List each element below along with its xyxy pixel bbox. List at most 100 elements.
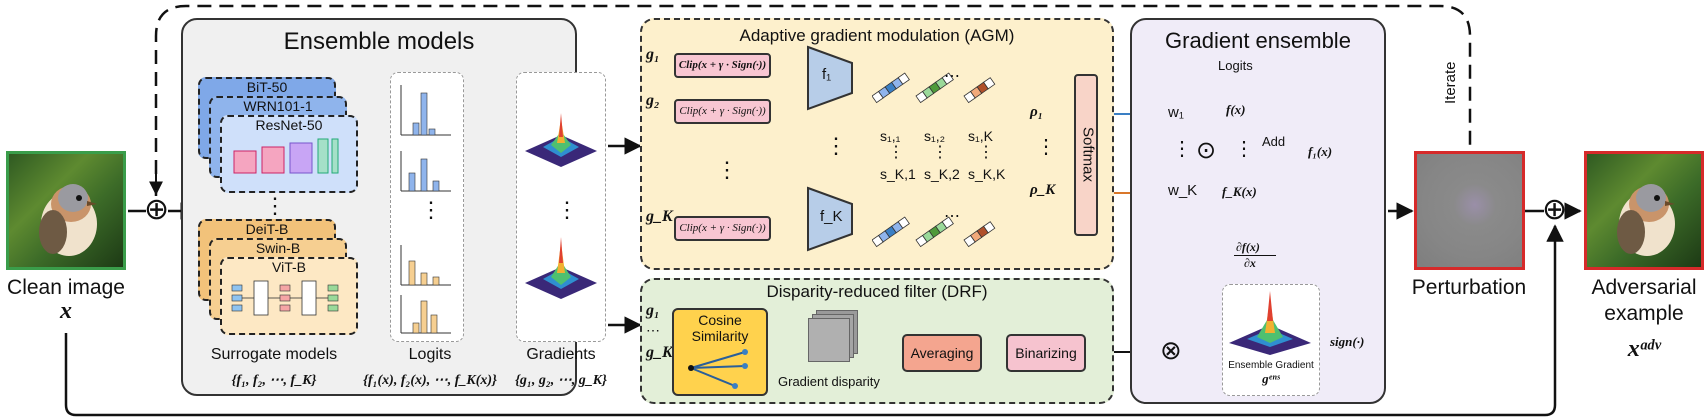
surrogate-f1-trapezoid bbox=[807, 45, 853, 111]
ge-sign-label: sign(·) bbox=[1330, 334, 1365, 349]
softmax-box: Softmax bbox=[1074, 74, 1098, 236]
rho-K: ρ_K bbox=[1030, 182, 1056, 198]
agm-hdots-bottom: ⋯ bbox=[944, 208, 960, 225]
cnn-model-resnet50: ResNet-50 bbox=[220, 115, 358, 193]
adversarial-image bbox=[1584, 151, 1704, 270]
ge-fKx: f_K(x) bbox=[1222, 184, 1257, 199]
agm-gK: g_K bbox=[646, 208, 673, 225]
gradients-column bbox=[516, 72, 606, 342]
ge-fraction-bar bbox=[1234, 255, 1276, 256]
surrogate-models-label: Surrogate models bbox=[210, 346, 338, 363]
clip-vdots: ⋮ bbox=[716, 157, 738, 182]
ge-w1: w₁ bbox=[1168, 104, 1184, 121]
agm-hdots-top: ⋯ bbox=[944, 68, 960, 85]
drf-g1: g₁ bbox=[646, 302, 660, 319]
averaging-label: Averaging bbox=[910, 345, 974, 361]
binarizing-box: Binarizing bbox=[1006, 334, 1086, 372]
model-name-bit50: BiT-50 bbox=[246, 79, 288, 95]
gradient-ensemble-title: Gradient ensemble bbox=[1165, 28, 1351, 53]
averaging-box: Averaging bbox=[902, 334, 982, 372]
gradient-surface-plots bbox=[525, 113, 597, 299]
logits-label: Logits bbox=[408, 346, 452, 363]
agm-g1: g₁ bbox=[646, 46, 660, 63]
perturbation-label: Perturbation bbox=[1411, 276, 1527, 299]
s-vdots-2: ⋮ bbox=[932, 144, 948, 161]
ensemble-models-title: Ensemble models bbox=[283, 28, 475, 55]
logit-strips-bottom bbox=[872, 216, 996, 248]
agm-f1-label: f₁ bbox=[822, 66, 832, 83]
perturbation-image bbox=[1414, 151, 1525, 270]
binarizing-label: Binarizing bbox=[1015, 345, 1077, 361]
cosine-label-line2: Similarity bbox=[691, 328, 749, 344]
clean-image bbox=[6, 151, 126, 270]
ge-partial-num: ∂f(x) bbox=[1236, 240, 1260, 254]
cnn-cube-icon bbox=[233, 138, 339, 174]
ensemble-gradient-label: Ensemble Gradient bbox=[1228, 360, 1314, 371]
adversarial-bird-illustration bbox=[1617, 184, 1675, 256]
odot-icon: ⊙ bbox=[1196, 137, 1217, 164]
clean-image-var: x bbox=[60, 298, 72, 324]
oplus-output: ⊕ bbox=[1542, 193, 1568, 226]
ge-vdots-w: ⋮ bbox=[1172, 138, 1192, 160]
clip-op-1: Clip(x + γ · Sign(·)) bbox=[674, 53, 771, 78]
oplus-input: ⊕ bbox=[144, 193, 170, 226]
iterate-loop-line bbox=[154, 4, 1472, 196]
s-K-1: s_K,1 bbox=[880, 166, 916, 182]
s-1-1: s₁,₁ bbox=[880, 128, 901, 144]
vit-model-vitb: ViT-B bbox=[220, 257, 358, 335]
drf-title: Disparity-reduced filter (DRF) bbox=[766, 282, 988, 301]
model-name-wrn101: WRN101-1 bbox=[243, 98, 313, 114]
cosine-label-line1: Cosine bbox=[698, 312, 742, 328]
ge-f1x: f₁(x) bbox=[1308, 144, 1333, 159]
agm-g2: g₂ bbox=[646, 92, 660, 109]
clean-image-label: Clean image bbox=[7, 276, 125, 299]
gradients-set: {g₁, g₂, ⋯, g_K} bbox=[515, 373, 607, 388]
otimes-icon: ⊗ bbox=[1160, 335, 1182, 365]
model-name-vitb: ViT-B bbox=[272, 259, 306, 275]
clean-image-skip-line bbox=[64, 224, 1564, 417]
s-1-2: s₁,₂ bbox=[924, 128, 946, 144]
logits-histograms bbox=[400, 85, 451, 334]
model-name-resnet50: ResNet-50 bbox=[255, 117, 323, 133]
agm-title: Adaptive gradient modulation (AGM) bbox=[739, 26, 1015, 45]
ge-wK: w_K bbox=[1168, 182, 1198, 199]
adversarial-var: xᵃᵈᵛ bbox=[1627, 336, 1661, 362]
gradients-vdots: ⋮ bbox=[556, 197, 578, 222]
adversarial-label-line2: example bbox=[1604, 302, 1684, 325]
iterate-label: Iterate bbox=[1442, 61, 1459, 104]
s-1-K: s₁,K bbox=[968, 128, 993, 144]
gradient-disparity-stack bbox=[808, 310, 858, 362]
drf-dots: ⋯ bbox=[646, 322, 660, 338]
ensemble-gradient-var: gᵉⁿˢ bbox=[1262, 371, 1280, 386]
cosine-similarity-box: Cosine Similarity bbox=[672, 308, 768, 396]
f-vdots: ⋮ bbox=[825, 133, 847, 158]
model-name-deitb: DeiT-B bbox=[245, 221, 289, 237]
logit-strips-top bbox=[872, 72, 996, 104]
model-name-swinb: Swin-B bbox=[255, 240, 301, 256]
adversarial-label-line1: Adversarial bbox=[1591, 276, 1697, 299]
gradient-disparity-label: Gradient disparity bbox=[778, 374, 880, 389]
ge-fx: f(x) bbox=[1226, 102, 1246, 117]
s-K-K: s_K,K bbox=[968, 166, 1006, 182]
ensemble-gradient-box: Ensemble Gradient gᵉⁿˢ bbox=[1222, 284, 1320, 396]
rho-1: ρ₁ bbox=[1030, 104, 1043, 120]
ge-add-label: Add bbox=[1262, 134, 1286, 149]
ge-partial-den: ∂x bbox=[1244, 256, 1256, 270]
ge-logits-label: Logits bbox=[1218, 58, 1253, 73]
models-vdots: ⋮ bbox=[264, 193, 286, 218]
ensemble-gradient-plot bbox=[1229, 291, 1311, 355]
ge-vdots-f: ⋮ bbox=[1234, 138, 1254, 160]
cosine-vector-icon bbox=[688, 349, 748, 389]
gradients-label: Gradients bbox=[526, 346, 596, 363]
s-vdots-1: ⋮ bbox=[888, 144, 904, 161]
transformer-block-icon bbox=[231, 280, 339, 316]
agm-fK-label: f_K bbox=[820, 208, 843, 225]
clip-op-2: Clip(x + γ · Sign(·)) bbox=[674, 99, 771, 124]
clip-op-K: Clip(x + γ · Sign(·)) bbox=[674, 216, 771, 241]
s-vdots-3: ⋮ bbox=[978, 144, 994, 161]
bird-illustration bbox=[39, 184, 97, 256]
surrogate-fK-trapezoid bbox=[807, 186, 853, 252]
surrogate-models-set: {f₁, f₂, ⋯, f_K} bbox=[231, 373, 317, 388]
logits-set: {f₁(x), f₂(x), ⋯, f_K(x)} bbox=[363, 373, 497, 388]
logits-column bbox=[390, 72, 464, 342]
